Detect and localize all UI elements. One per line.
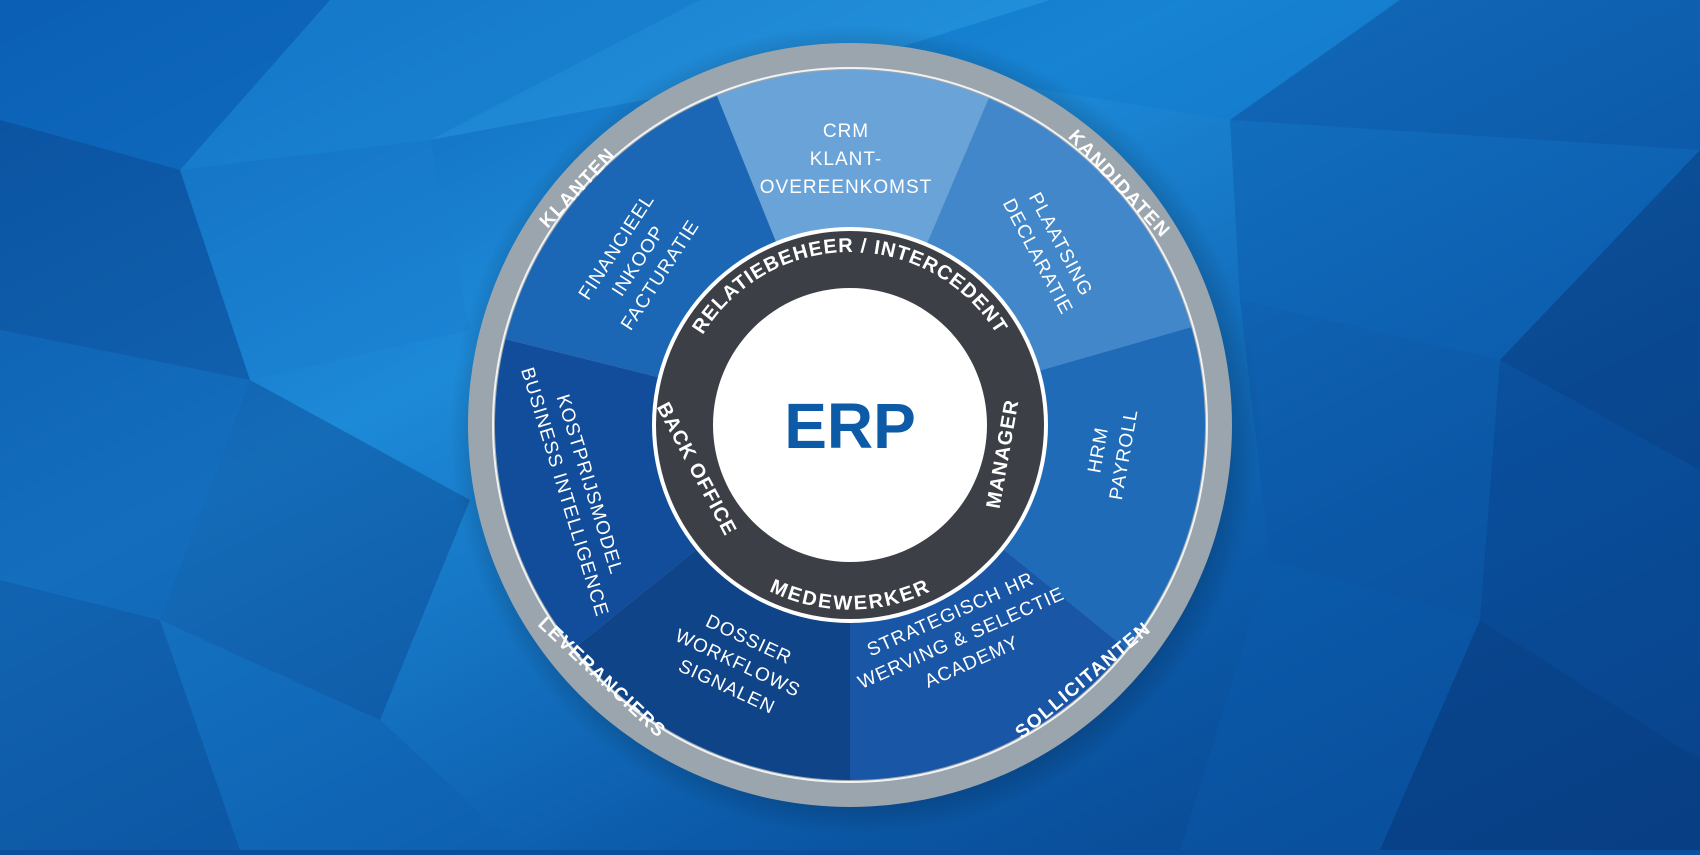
center-circle (713, 288, 987, 562)
outer-ring-divider (492, 67, 1208, 783)
segment-crm-line-1: CRM (823, 121, 869, 142)
segment-plaatsing (926, 98, 1192, 371)
module-segments (495, 70, 1205, 780)
segment-strategisch (850, 548, 1126, 780)
segment-hrm (1002, 327, 1205, 649)
segment-crm-line-2: KLANT- (810, 149, 883, 170)
segment-crm-line-3: OVEREENKOMST (760, 177, 932, 198)
center-erp-label: ERP (784, 390, 916, 462)
segment-dossier (574, 548, 850, 780)
segment-label-crm: CRM KLANT- OVEREENKOMST (760, 121, 932, 198)
segment-financieel (505, 95, 777, 378)
segment-crm (717, 70, 989, 245)
segment-kostprijs (495, 339, 698, 649)
